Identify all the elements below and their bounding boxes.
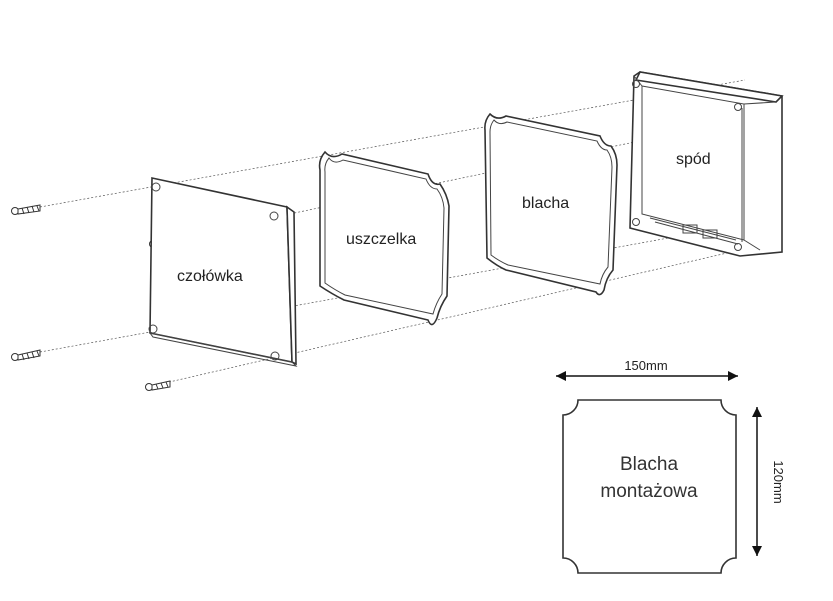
inset-title-line2: montażowa: [600, 481, 698, 502]
gasket: [318, 150, 450, 326]
screw-icon: [11, 204, 41, 215]
mounting-plate: [484, 112, 618, 296]
plate-dimension-inset: [556, 371, 762, 574]
inset-title-line1: Blacha: [620, 454, 679, 475]
width-dimension-label: 150mm: [624, 358, 667, 373]
base-box-label: spód: [676, 151, 711, 168]
screw-icon: [145, 380, 171, 391]
front-cover: [148, 177, 298, 367]
mounting-plate-label: blacha: [522, 195, 569, 212]
height-dimension-label: 120mm: [771, 460, 786, 503]
base-box: [629, 71, 784, 257]
screw-icon: [11, 349, 41, 361]
front-cover-label: czołówka: [177, 268, 243, 285]
gasket-label: uszczelka: [346, 231, 416, 248]
